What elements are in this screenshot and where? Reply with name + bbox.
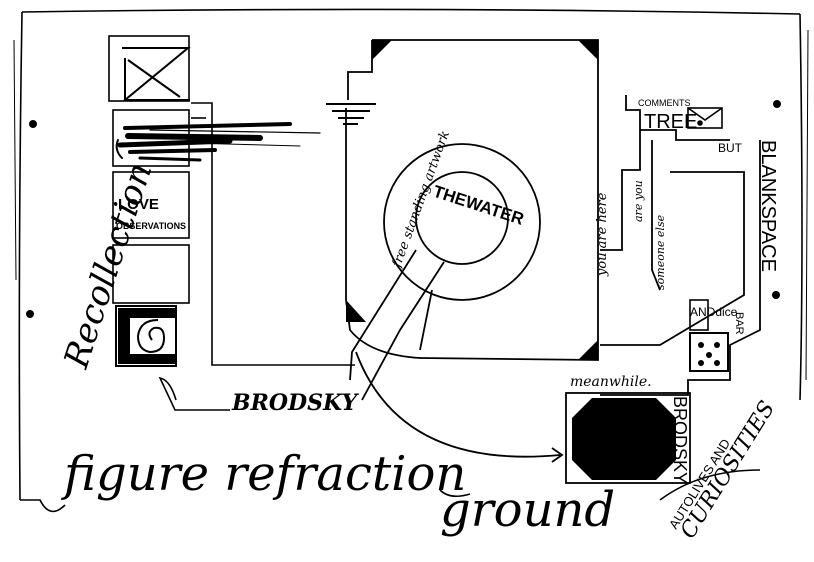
spiral-box-icon [116,306,176,366]
recollection-label: Recollection [56,158,160,374]
curiosities-label: CURIOSITIES [676,397,780,543]
right-paths [600,95,760,395]
and-dice-label: ANDdice [690,305,738,319]
brodsky-right-label: BRODSKY [670,396,690,484]
love-label: LOVE [118,196,159,213]
are-you-label: are you [632,180,645,222]
blankspace-label: BLANKSPACE [757,140,779,272]
bar-label: BAR [733,312,745,335]
ground-label: ground [440,482,615,538]
but-label: BUT [718,141,743,155]
observations-label: OBSERVATIONS [116,221,186,231]
comments-label: COMMENTS [638,98,691,108]
tree-label: TREE [644,111,697,133]
the-water-label: THEWATER [431,182,526,229]
figure-refraction-label: figure refraction [61,446,466,502]
brodsky-left-label: BRODSKY [231,390,360,416]
brush-scribble [117,124,320,160]
ground-symbol-icon [326,104,376,124]
crossed-box-icon [122,48,190,100]
meanwhile-label: meanwhile. [570,374,652,390]
you-are-here-label: you are here [595,192,610,277]
someone-else-label: someone else [654,214,667,290]
